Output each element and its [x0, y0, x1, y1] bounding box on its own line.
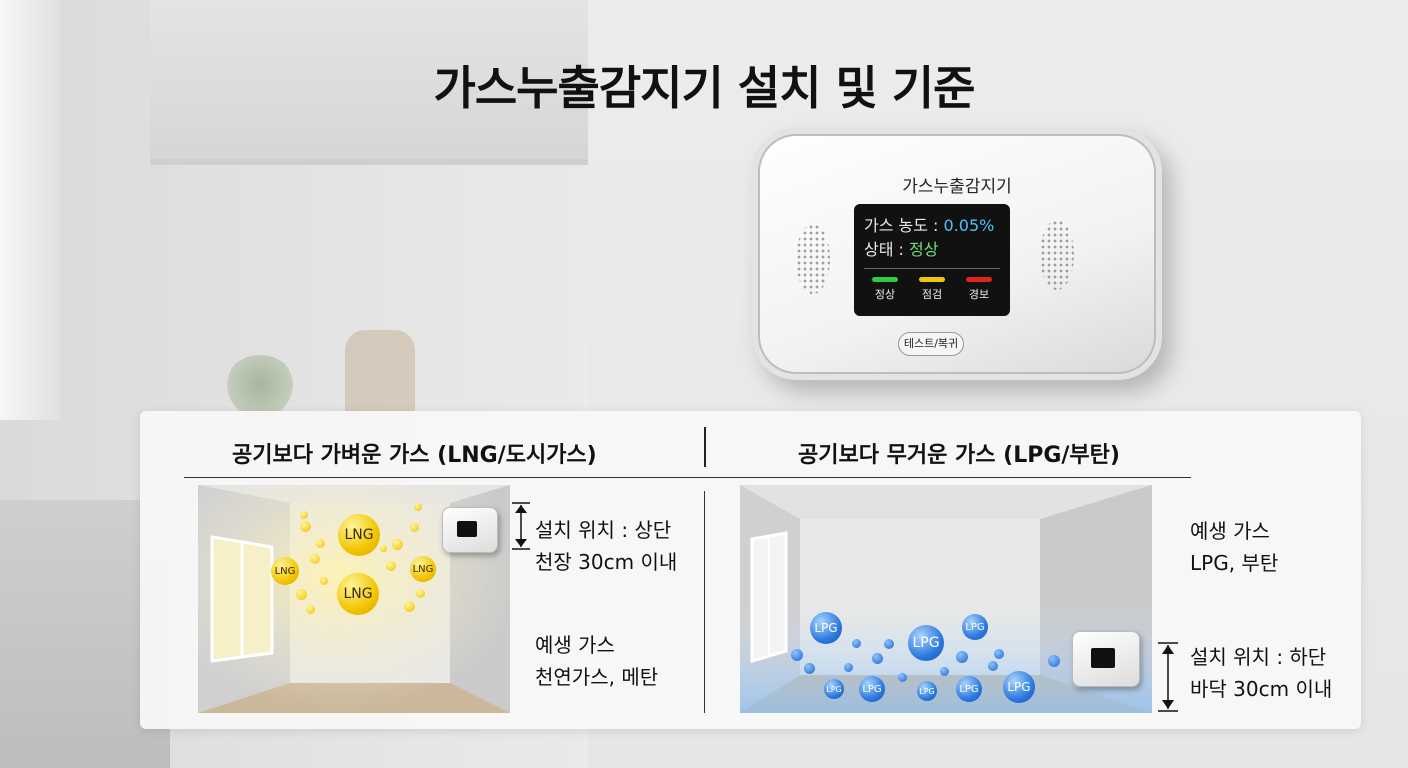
height-arrow-bottom-icon	[1158, 642, 1178, 712]
info-panel: 공기보다 가벼운 가스 (LNG/도시가스) 공기보다 무거운 가스 (LPG/…	[140, 411, 1361, 729]
mini-detector-bottom	[1072, 631, 1140, 687]
led-red-icon	[966, 277, 992, 282]
mini-detector-top	[442, 507, 498, 553]
background-cabinet	[150, 0, 590, 165]
gas-particle	[872, 653, 883, 664]
lpg-molecule: LPG	[824, 679, 844, 699]
lpg-molecule: LPG	[908, 625, 944, 661]
gas-particle	[300, 511, 308, 519]
section-divider	[704, 491, 705, 713]
install-position-top: 설치 위치 : 상단 천장 30cm 이내	[535, 518, 678, 574]
page-title: 가스누출감지기 설치 및 기준	[433, 61, 976, 115]
gas-detector: 가스누출감지기 가스 농도 : 0.05% 상태 : 정상 정상 점검 경보 테…	[752, 128, 1162, 380]
lpg-molecule: LPG	[1003, 671, 1035, 703]
status-value: 정상	[909, 240, 939, 259]
gas-particle	[1048, 655, 1060, 667]
lng-molecule: LNG	[338, 514, 380, 556]
led-yellow-icon	[919, 277, 945, 282]
led-indicators: 정상 점검 경보	[864, 277, 1000, 302]
example-gas-heavy: 예생 가스 LPG, 부탄	[1190, 519, 1279, 575]
gas-particle	[320, 577, 328, 585]
heading-light-gas: 공기보다 가벼운 가스 (LNG/도시가스)	[232, 443, 597, 468]
detector-label: 가스누출감지기	[902, 177, 1012, 197]
lpg-molecule: LPG	[956, 676, 982, 702]
gas-particle	[316, 539, 325, 548]
led-normal: 정상	[868, 277, 902, 302]
gas-particle	[300, 521, 311, 532]
led-alarm: 경보	[962, 277, 996, 302]
gas-particle	[956, 651, 968, 663]
screen-divider	[864, 268, 1000, 269]
gas-particle	[988, 661, 998, 671]
gas-particle	[410, 523, 419, 532]
background-window	[0, 0, 60, 420]
height-arrow-top-icon	[512, 502, 530, 550]
gas-particle	[898, 673, 907, 682]
gas-particle	[386, 561, 396, 571]
gas-particle	[940, 667, 949, 676]
lng-molecule: LNG	[410, 556, 436, 582]
lng-molecule: LNG	[337, 573, 379, 615]
gas-particle	[852, 639, 861, 648]
led-check: 점검	[915, 277, 949, 302]
speaker-left-icon	[796, 224, 830, 294]
gas-particle	[791, 649, 803, 661]
lng-molecule: LNG	[271, 557, 299, 585]
gas-particle	[380, 545, 387, 552]
test-reset-button[interactable]: 테스트/복귀	[898, 332, 964, 356]
detector-screen: 가스 농도 : 0.05% 상태 : 정상 정상 점검 경보	[854, 204, 1010, 316]
install-position-bottom: 설치 위치 : 하단 바닥 30cm 이내	[1190, 645, 1333, 701]
gas-particle	[416, 589, 425, 598]
gas-particle	[884, 639, 894, 649]
lpg-molecule: LPG	[917, 681, 937, 701]
concentration-value: 0.05%	[943, 216, 995, 235]
heading-underline	[184, 477, 1191, 478]
gas-particle	[844, 663, 853, 672]
gas-particle	[804, 663, 815, 674]
gas-particle	[310, 554, 320, 564]
status-readout: 상태 : 정상	[864, 240, 939, 259]
lpg-molecule: LPG	[859, 676, 885, 702]
led-green-icon	[872, 277, 898, 282]
example-gas-light: 예생 가스 천연가스, 메탄	[535, 633, 659, 689]
gas-particle	[296, 589, 307, 600]
gas-particle	[994, 649, 1004, 659]
heading-divider	[704, 427, 706, 467]
gas-particle	[404, 601, 415, 612]
lpg-molecule: LPG	[810, 612, 842, 644]
background-cutting-board	[345, 330, 415, 415]
gas-particle	[392, 539, 403, 550]
background-plant	[225, 355, 295, 415]
concentration-readout: 가스 농도 : 0.05%	[864, 216, 995, 235]
lpg-molecule: LPG	[962, 614, 988, 640]
heading-heavy-gas: 공기보다 무거운 가스 (LPG/부탄)	[798, 443, 1120, 468]
gas-particle	[414, 503, 422, 511]
gas-particle	[306, 605, 315, 614]
speaker-right-icon	[1040, 220, 1074, 290]
